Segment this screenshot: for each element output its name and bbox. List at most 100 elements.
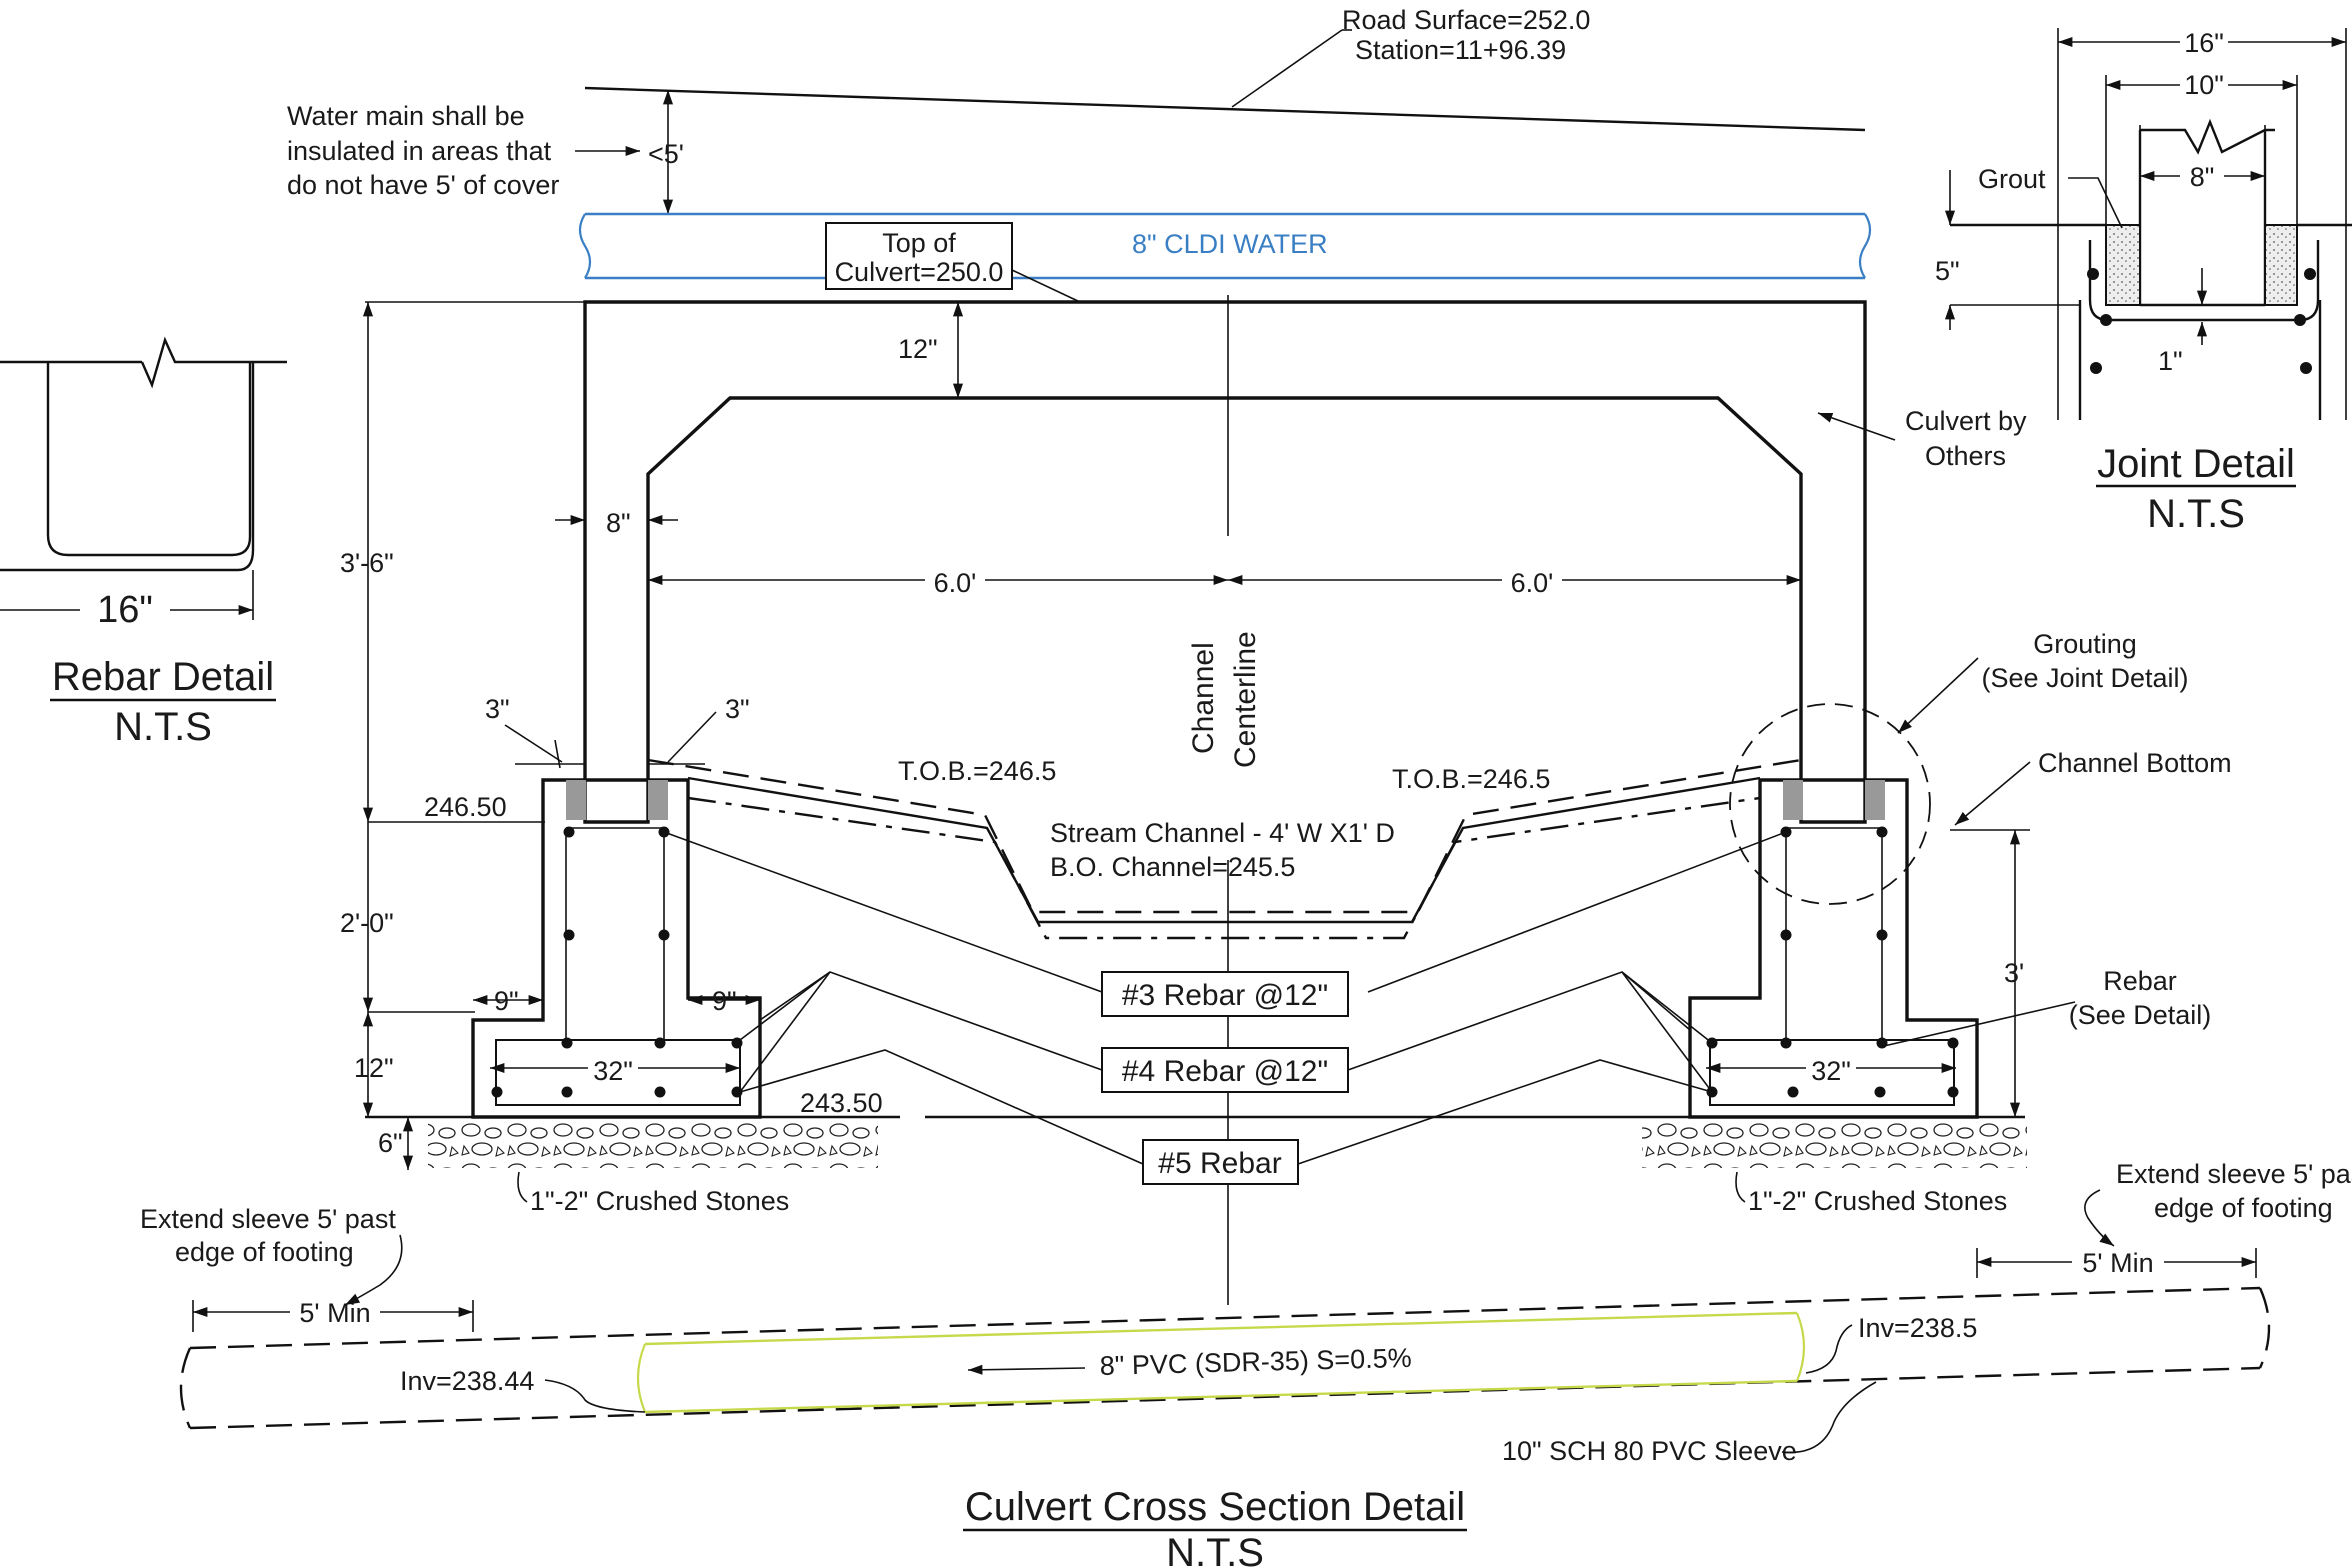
flow-arrow [967,1364,1086,1375]
rebar-5-leaders [739,1049,1713,1165]
joint-detail-title: Joint Detail [2097,442,2295,486]
centerline-label-2: Centerline [1229,631,1262,768]
total-height-label: 3'-6" [340,548,394,578]
top-of-culvert-leader [1011,269,1081,303]
sleeve-note-left-1: Extend sleeve 5' past [140,1204,396,1234]
crushed-left-leader [517,1171,528,1203]
rebar-detail-dim-label: 16" [97,589,153,631]
road-surface-label: Road Surface=252.0 [1342,5,1590,35]
inv-left-label: Inv=238.44 [400,1366,534,1396]
pvc-pipe-label: 8" PVC (SDR-35) S=0.5% [1099,1343,1412,1381]
sleeve-note-right-leader [2084,1189,2115,1247]
min-left-label: 5' Min [299,1298,370,1328]
rebar-see-1: Rebar [2103,966,2177,996]
bedding-label: 6" [378,1128,403,1158]
rebar-see-2: (See Detail) [2069,1000,2212,1030]
main-scale: N.T.S [1166,1531,1264,1568]
right-height-label: 3' [2004,958,2024,988]
pvc-pipe [636,1311,1806,1414]
grouting-label-1: Grouting [2033,629,2137,659]
gap-right-pointer [667,711,717,763]
sleeve-label: 10" SCH 80 PVC Sleeve [1502,1436,1797,1466]
top-of-culvert-1: Top of [882,228,956,258]
half-span-right-label: 6.0' [1511,568,1554,598]
culvert-by-1: Culvert by [1905,406,2027,436]
channel-surface-line [687,776,1761,924]
stream-channel-2: B.O. Channel=245.5 [1050,852,1295,882]
channel-tob-line [647,758,1802,914]
rebar-5-box [1142,1139,1299,1185]
tob-left-label: T.O.B.=246.5 [898,756,1056,786]
channel-bottom-leader [1954,761,2031,826]
crushed-left-label: 1"-2" Crushed Stones [530,1186,789,1216]
gap-right-label: 3" [725,694,750,724]
grouting-callout-circle [1729,703,1931,905]
channel-bottom-label: Channel Bottom [2038,748,2232,778]
min-right-label: 5' Min [2082,1248,2153,1278]
main-title: Culvert Cross Section Detail [965,1485,1465,1529]
cover-dim-label: <5' [648,139,684,169]
station-label: Station=11+96.39 [1355,35,1566,65]
road-surface-line [584,29,1866,132]
pvc-sleeve [179,1286,2271,1430]
wall-dim-label: 8" [606,508,631,538]
centerline-label-1: Channel [1187,642,1220,754]
rebar-detail-title: Rebar Detail [52,655,274,699]
rebar-4-label: #4 Rebar @12" [1122,1055,1328,1088]
water-main-note-1: Water main shall be [287,101,525,131]
joint-gap-label: 1" [2158,346,2183,376]
joint-detail-scale: N.T.S [2147,492,2245,536]
grouting-label-2: (See Joint Detail) [1981,663,2188,693]
joint-dim-outer-label: 16" [2184,28,2224,58]
water-main-note-3: do not have 5' of cover [287,170,559,200]
joint-depth-label: 5" [1935,256,1960,286]
rebar-3-label: #3 Rebar @12" [1122,979,1328,1012]
grouting-leader [1897,657,1979,734]
footing-width-left-label: 32" [593,1056,633,1086]
inv-right-leader [1805,1324,1853,1374]
joint-dim-inner-label: 8" [2190,162,2215,192]
channel-bottom-line [687,796,1761,940]
top-of-culvert-box [825,222,1013,290]
culvert-by-2: Others [1925,441,2006,471]
rebar-5-label: #5 Rebar [1158,1147,1281,1180]
footing-thick-label: 12" [354,1053,394,1083]
joint-detail-drawing [1950,28,2352,420]
gap-left-pointer [504,724,563,763]
gap-left-label: 3" [485,694,510,724]
rebar-detail-drawing [0,336,287,620]
water-main-note-2: insulated in areas that [287,136,552,166]
rebar-see-leader [1883,1001,2076,1047]
water-pipe [578,212,1872,280]
toe-left-label: 9" [494,986,519,1016]
rebar-3-leaders [663,831,1787,993]
inv-left-leader [544,1379,646,1413]
crushed-right-label: 1"-2" Crushed Stones [1748,1186,2007,1216]
crushed-right-leader [1735,1171,1746,1203]
stream-channel-1: Stream Channel - 4' W X1' D [1050,818,1395,848]
joint-grout-leader [2068,177,2123,229]
sleeve-note-left-2: edge of footing [175,1237,354,1267]
footing-width-right-label: 32" [1811,1056,1851,1086]
toe-right-label: 9" [712,986,737,1016]
joint-grout-label: Grout [1978,164,2046,194]
sleeve-note-right-2: edge of footing [2154,1193,2333,1223]
rebar-3-box [1101,971,1349,1017]
joint-dim-mid-label: 10" [2184,70,2224,100]
rebar-4-box [1101,1047,1349,1093]
water-pipe-label: 8" CLDI WATER [1132,229,1328,259]
half-span-left-label: 6.0' [934,568,977,598]
culvert-outline [583,300,1867,824]
elev-243-label: 243.50 [800,1088,883,1118]
culvert-by-leader [1817,412,1896,441]
wall-height-label: 2'-0" [340,908,394,938]
elev-246-label: 246.50 [424,792,507,822]
rebar-4-leaders [739,971,1713,1093]
rebar-detail-scale: N.T.S [114,705,212,749]
tob-right-label: T.O.B.=246.5 [1392,764,1550,794]
sleeve-note-right-1: Extend sleeve 5' pas [2116,1159,2352,1189]
crushed-stone-right [1642,1118,2027,1168]
inv-right-label: Inv=238.5 [1858,1313,1977,1343]
top-slab-dim-label: 12" [898,334,938,364]
